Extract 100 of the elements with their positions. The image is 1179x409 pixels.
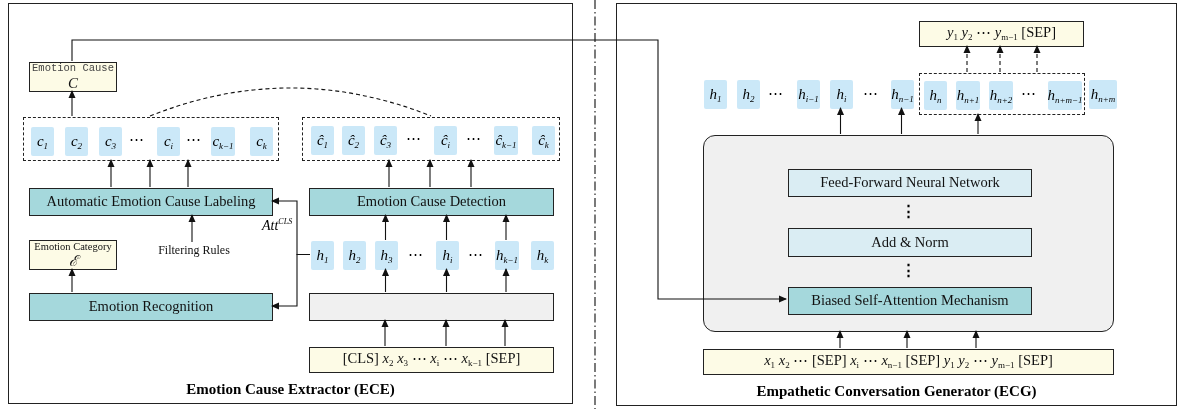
token-label: c$_{1}$: [36, 132, 49, 151]
box-label: Emotion Cause: [32, 63, 114, 75]
token-label: h$_{n+2}$: [989, 86, 1013, 105]
token-label: ĉ$_{i}$: [440, 131, 451, 150]
token-label: h$_{n+m}$: [1090, 85, 1116, 104]
arrow: [974, 113, 982, 135]
panel-title: Empathetic Conversation Generator (ECG): [756, 383, 1037, 400]
arrow: [837, 107, 844, 135]
transformer-block: [703, 135, 1114, 332]
token-box: [1048, 81, 1082, 110]
arrow: [184, 159, 192, 188]
ellipsis-label: ⋯: [407, 246, 423, 262]
token-label: h$_{i}$: [836, 85, 847, 104]
token-label: c$_{3}$: [104, 132, 117, 151]
note-text: Filtering Rules: [151, 243, 237, 259]
arrow: [502, 268, 510, 293]
token-label: c$_{k}$: [256, 132, 267, 151]
arrow: [443, 214, 450, 241]
arrow: [107, 159, 115, 188]
token-group-box: [919, 73, 1085, 115]
token-box: [31, 127, 54, 156]
encoder-box: [309, 293, 554, 321]
token-box: [737, 80, 760, 109]
output-box: [29, 62, 117, 92]
box-label: Feed-Forward Neural Network: [820, 175, 1000, 191]
arrow: [71, 39, 787, 303]
arrow: [996, 45, 1004, 73]
token-label: c$_{k−1}$: [212, 132, 234, 151]
arrow: [501, 319, 509, 347]
panel-title: Emotion Cause Extractor (ECE): [186, 381, 395, 398]
box-label: Emotion Category: [34, 241, 112, 253]
token-label: h$_{n+1}$: [956, 86, 980, 105]
token-label: ĉ$_{k}$: [538, 131, 549, 150]
token-box: [374, 126, 397, 155]
output-box: [29, 240, 117, 270]
arrow: [385, 159, 393, 188]
token-label: h$_{2}$: [742, 85, 755, 104]
token-label: ĉ$_{2}$: [347, 131, 360, 150]
token-label: h$_{n}$: [929, 86, 942, 105]
box-label: Add & Norm: [871, 234, 949, 251]
token-box: [65, 127, 88, 156]
token-label: ĉ$_{k−1}$: [495, 131, 517, 150]
token-box: [1089, 80, 1117, 109]
sequence-box: [309, 347, 554, 373]
arrow: [903, 330, 911, 349]
process-box: [29, 293, 273, 321]
token-label: h$_{2}$: [348, 246, 361, 265]
token-box: [797, 80, 820, 109]
token-group-box: [302, 117, 560, 161]
token-box: [956, 81, 980, 110]
token-box: [531, 241, 554, 270]
token-box: [343, 241, 366, 270]
token-box: [830, 80, 853, 109]
arrow: [502, 214, 510, 241]
arrow: [271, 253, 311, 310]
token-label: h$_{1}$: [316, 246, 329, 265]
token-label: h$_{3}$: [380, 246, 393, 265]
token-label: h$_{1}$: [709, 85, 722, 104]
arrow: [68, 90, 76, 117]
process-box: [29, 188, 273, 216]
arrow: [381, 319, 389, 347]
ellipsis-label: ⋯: [862, 85, 878, 101]
box-label: Biased Self-Attention Mechanism: [811, 293, 1009, 309]
connector-line: [149, 87, 432, 117]
ellipsis-label: ⋯: [128, 131, 144, 147]
symbol-label: C: [68, 74, 78, 92]
token-label: ĉ$_{3}$: [379, 131, 392, 150]
token-label: h$_{i}$: [442, 246, 453, 265]
token-label: h$_{n−1}$: [891, 85, 914, 104]
token-box: [924, 81, 947, 110]
arrow: [382, 268, 389, 293]
arrow: [146, 159, 154, 188]
arrow: [442, 319, 450, 347]
box-label: [CLS] x$_{2}$ x$_{3}$ ⋯ x$_{i}$ ⋯ x$_{k−1}$ [SEP]: [342, 351, 521, 369]
token-box: [342, 126, 365, 155]
layer-box: [788, 228, 1032, 257]
ellipsis-label: ⋯: [465, 130, 481, 146]
token-box: [532, 126, 555, 155]
token-group-box: [23, 117, 279, 161]
token-box: [157, 127, 180, 156]
arrow: [898, 107, 905, 135]
token-box: [704, 80, 727, 109]
token-box: [375, 241, 398, 270]
arrow: [836, 330, 844, 349]
module-panel: [616, 3, 1177, 406]
ellipsis-label: ⋯: [185, 131, 201, 147]
process-box: [788, 287, 1032, 315]
arrow: [68, 268, 76, 293]
token-box: [211, 127, 235, 156]
box-label: Emotion Recognition: [88, 299, 214, 315]
arrow: [467, 159, 475, 188]
token-box: [436, 241, 459, 270]
module-panel: [8, 3, 573, 404]
token-label: h$_{k−1}$: [495, 246, 519, 265]
token-box: [434, 126, 457, 155]
ellipsis-label: ⋯: [467, 246, 483, 262]
token-label: ĉ$_{1}$: [316, 131, 329, 150]
arrow: [443, 268, 450, 293]
token-label: h$_{i−1}$: [798, 85, 819, 104]
ellipsis-label: ⋯: [767, 85, 783, 101]
